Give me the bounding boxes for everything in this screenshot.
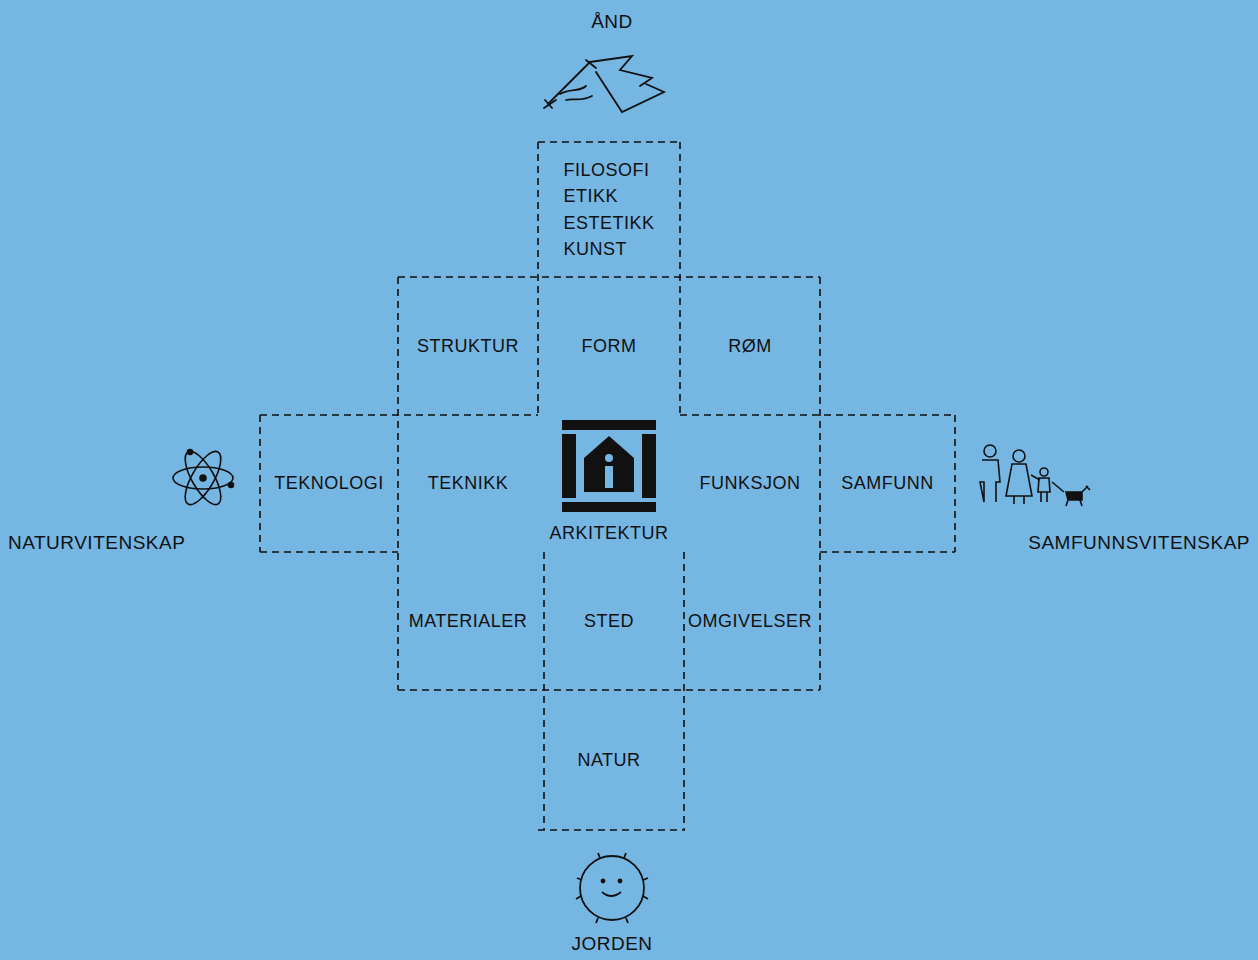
cell-label: FORM	[582, 333, 637, 359]
grid-cell: MATERIALER	[398, 552, 538, 690]
cell-label: STED	[584, 608, 634, 634]
grid-cell: STED	[538, 552, 680, 690]
cell-label: TEKNOLOGI	[274, 470, 384, 496]
cell-label: FUNKSJON	[699, 470, 800, 496]
grid-cell: SAMFUNN	[820, 415, 955, 552]
grid-cell: FORM	[538, 277, 680, 415]
cell-label: OMGIVELSER	[688, 608, 812, 634]
cell-label: FILOSOFI ETIKK ESTETIKK KUNST	[563, 157, 654, 261]
cell-label: NATUR	[577, 747, 640, 773]
grid-cell: NATUR	[538, 690, 680, 830]
people-icon	[980, 445, 1090, 506]
atom-icon	[173, 447, 234, 510]
grid-cell: STRUKTUR	[398, 277, 538, 415]
grid-cell: ARKITEKTUR	[538, 415, 680, 552]
grid-cell: TEKNOLOGI	[260, 415, 398, 552]
grid-cell: RØM	[680, 277, 820, 415]
hand-pen-icon	[544, 56, 664, 112]
side-label: SAMFUNNSVITENSKAP	[1028, 532, 1250, 554]
grid-cell: OMGIVELSER	[680, 552, 820, 690]
earth-face-icon	[576, 853, 648, 923]
grid-cell: FILOSOFI ETIKK ESTETIKK KUNST	[538, 142, 680, 277]
cell-label: RØM	[728, 333, 772, 359]
side-label: JORDEN	[571, 933, 652, 955]
side-label: NATURVITENSKAP	[8, 532, 185, 554]
cell-label: ARKITEKTUR	[549, 520, 668, 546]
grid-cell: TEKNIKK	[398, 415, 538, 552]
cell-label: STRUKTUR	[417, 333, 519, 359]
side-label: ÅND	[591, 11, 633, 33]
dashed-grid	[260, 142, 955, 830]
cell-label: MATERIALER	[409, 608, 528, 634]
cell-label: SAMFUNN	[841, 470, 934, 496]
architecture-logo	[562, 420, 656, 512]
grid-cell: FUNKSJON	[680, 415, 820, 552]
cell-label: TEKNIKK	[428, 470, 509, 496]
